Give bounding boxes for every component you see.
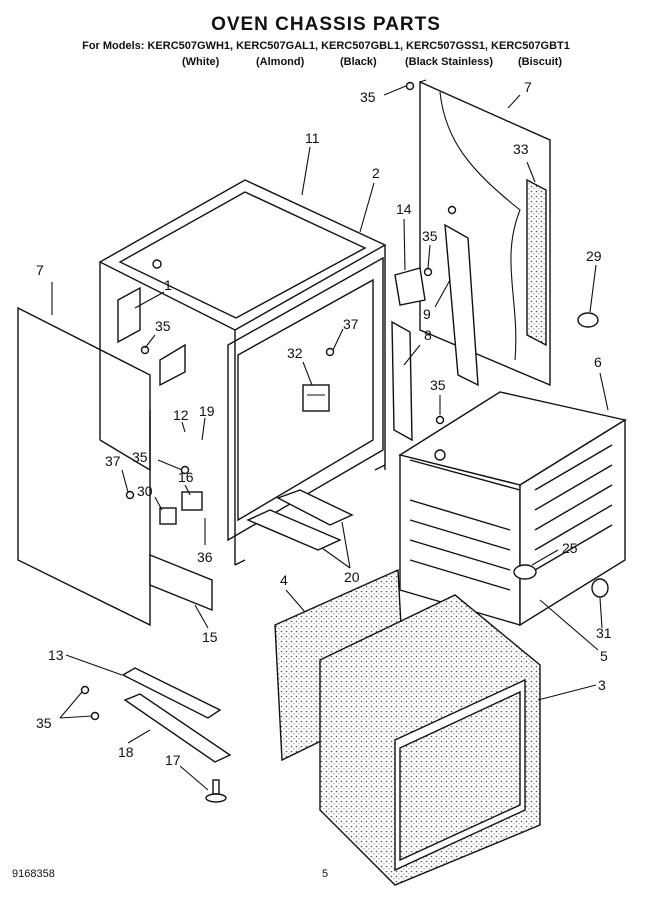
callout-37-a: 37 [343, 316, 359, 332]
callout-35-e: 35 [132, 449, 148, 465]
thermostat-knob [577, 312, 599, 328]
leveling-leg [205, 779, 227, 803]
document-number: 9168358 [12, 868, 55, 880]
callout-12: 12 [173, 407, 189, 423]
callout-35-b: 35 [155, 318, 171, 334]
insulation-strip [526, 178, 547, 347]
callout-37-b: 37 [105, 453, 121, 469]
callout-2: 2 [372, 165, 380, 181]
callout-18: 17 [165, 752, 181, 768]
callout-36: 36 [197, 549, 213, 565]
vertical-support [444, 223, 479, 387]
callout-15: 13 [48, 647, 64, 663]
color-black-stainless: (Black Stainless) [405, 56, 494, 68]
insulation-wrap [319, 594, 541, 886]
callout-17: 18 [118, 744, 134, 760]
side-panel-left [17, 306, 151, 627]
chassis-frame [98, 179, 387, 566]
bottom-rails [246, 489, 354, 551]
diagram-title: OVEN CHASSIS PARTS [211, 14, 441, 35]
color-almond: (Almond) [256, 56, 305, 68]
callout-1: 1 [164, 277, 172, 293]
cavity-light [513, 564, 537, 580]
callout-35-c: 35 [422, 228, 438, 244]
callout-25: 25 [562, 540, 578, 556]
side-bracket [391, 320, 413, 442]
callout-31: 31 [596, 625, 612, 641]
lower-rail-rear [123, 693, 232, 763]
screws [80, 81, 457, 721]
callout-33: 33 [513, 141, 529, 157]
oven-sensor [302, 384, 330, 412]
callout-13: 14 [396, 201, 412, 217]
callout-35-a: 35 [360, 89, 376, 105]
callout-20: 20 [344, 569, 360, 585]
callout-35-f: 35 [36, 715, 52, 731]
leader-lines [51, 85, 609, 791]
callout-7-rear: 7 [524, 79, 532, 95]
callout-5: 5 [600, 648, 608, 664]
color-black: (Black) [340, 56, 377, 68]
callout-19: 19 [199, 403, 215, 419]
callout-35-d: 35 [430, 377, 446, 393]
control-module [149, 553, 213, 612]
lower-rail-front [121, 667, 222, 719]
color-white: (White) [182, 56, 220, 68]
callout-4: 4 [280, 572, 288, 588]
callout-30: 30 [137, 483, 153, 499]
callout-29: 29 [586, 248, 602, 264]
callout-8: 8 [424, 327, 432, 343]
callout-3: 3 [598, 677, 606, 693]
color-biscuit: (Biscuit) [518, 56, 562, 68]
oven-cavity [398, 391, 627, 627]
bracket [394, 267, 426, 306]
callout-labels: 11 2 7 7 1 35 35 37 32 14 35 9 8 35 29 6… [36, 79, 612, 768]
switch [159, 491, 203, 525]
page-number: 5 [322, 868, 329, 880]
callout-11: 11 [305, 130, 320, 146]
light-lens [591, 578, 609, 598]
callout-6: 6 [594, 354, 602, 370]
callout-32: 32 [287, 345, 303, 361]
callout-9: 9 [423, 306, 431, 322]
callout-7-left: 7 [36, 262, 44, 278]
callout-14: 15 [202, 629, 218, 645]
callout-16: 16 [178, 469, 194, 485]
models-line: For Models: KERC507GWH1, KERC507GAL1, KE… [82, 40, 570, 52]
